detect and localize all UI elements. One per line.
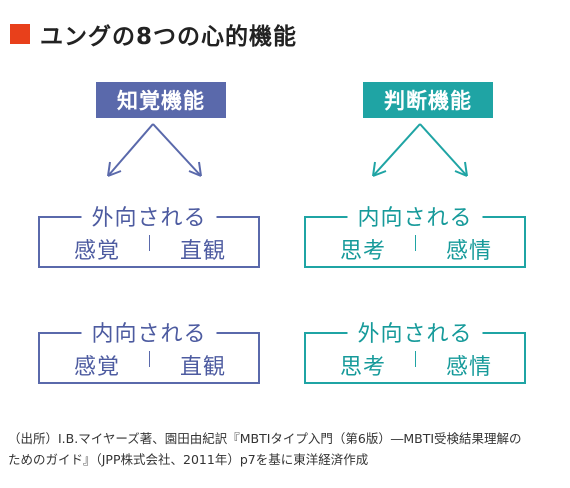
box-extraverted-perception: 外向される 感覚 直観 [38,200,260,268]
divider [415,235,416,251]
source-line-1: （出所）I.B.マイヤーズ著、園田由紀訳『MBTIタイプ入門（第6版）―MBTI… [8,431,522,446]
function-intuition: 直観 [179,239,226,264]
arrow-right-down [152,123,202,177]
source-line-2: ためのガイド』（JPP株式会社、2011年）p7を基に東洋経済作成 [8,452,369,467]
judgment-arrows [372,123,468,177]
title-text: ユングの8つの心的機能 [40,24,298,50]
box-heading: 外向される [81,200,217,232]
arrow-right-down [419,123,468,177]
function-sensing: 感覚 [73,239,120,264]
box-heading: 外向される [347,316,483,348]
arrow-left-down [107,123,154,177]
box-introverted-judgment: 内向される 思考 感情 [304,200,526,268]
source-note: （出所）I.B.マイヤーズ著、園田由紀訳『MBTIタイプ入門（第6版）―MBTI… [8,428,562,470]
box-introverted-perception: 内向される 感覚 直観 [38,316,260,384]
divider [415,351,416,367]
function-feeling: 感情 [445,239,492,264]
category-judgment: 判断機能 [363,82,493,118]
title-square-marker [10,24,30,44]
box-heading: 内向される [81,316,217,348]
arrow-left-down-head [107,161,122,177]
divider [149,235,150,251]
function-feeling: 感情 [445,355,492,380]
function-intuition: 直観 [179,355,226,380]
divider [149,351,150,367]
perception-arrows [107,123,202,177]
category-perception: 知覚機能 [96,82,226,118]
box-extraverted-judgment: 外向される 思考 感情 [304,316,526,384]
arrow-left-down [372,123,421,177]
function-thinking: 思考 [339,239,386,264]
function-thinking: 思考 [339,355,386,380]
function-sensing: 感覚 [73,355,120,380]
page-title: ユングの8つの心的機能 [10,20,298,50]
arrow-left-down-head [372,161,387,177]
box-heading: 内向される [347,200,483,232]
arrow-right-down-head [454,161,468,177]
arrow-right-down-head [188,161,202,177]
